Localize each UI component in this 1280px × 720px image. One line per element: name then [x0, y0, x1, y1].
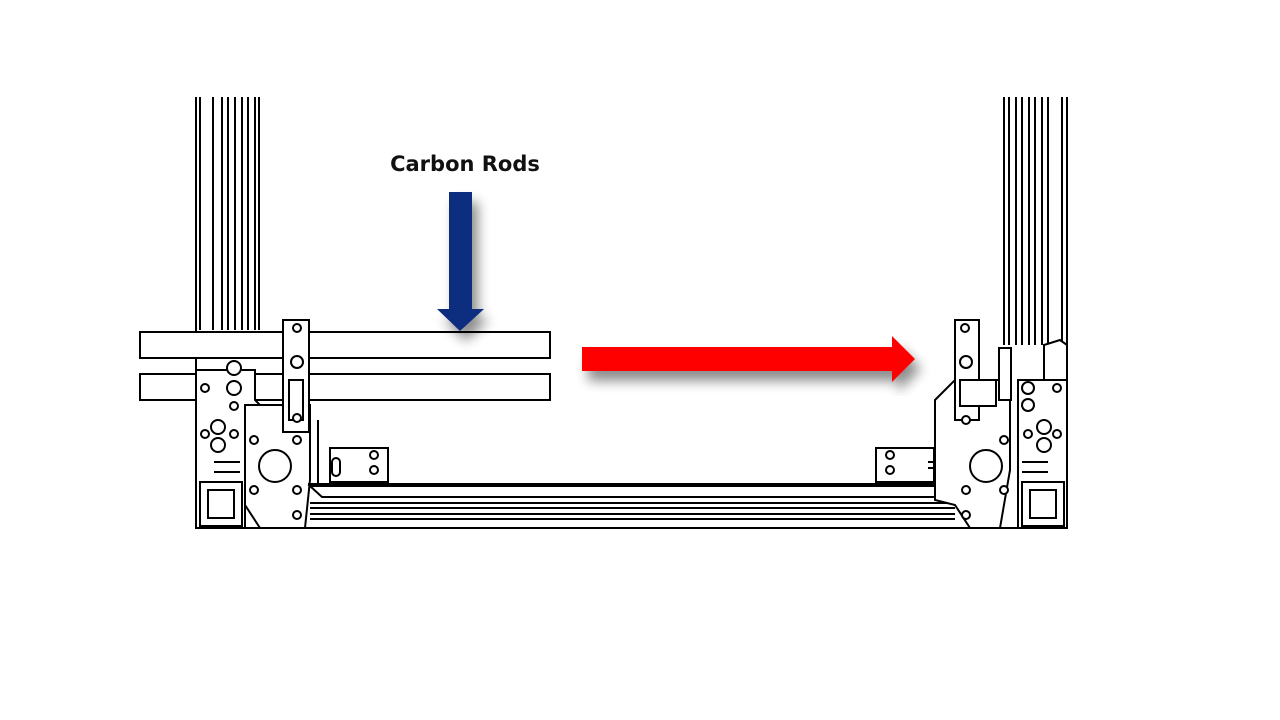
down-arrow-icon	[437, 192, 484, 331]
right-bracket-plate	[875, 447, 940, 483]
frame-lines	[139, 97, 1068, 529]
left-bracket-plate	[329, 447, 389, 483]
right-vertical-extrusion	[1003, 97, 1068, 528]
bottom-horizontal-extrusion	[196, 420, 1067, 529]
right-arrow-icon	[582, 336, 915, 382]
right-carriage-block	[934, 319, 1068, 529]
left-carriage-block	[195, 319, 311, 529]
carbon-rods-label: Carbon Rods	[390, 152, 540, 176]
